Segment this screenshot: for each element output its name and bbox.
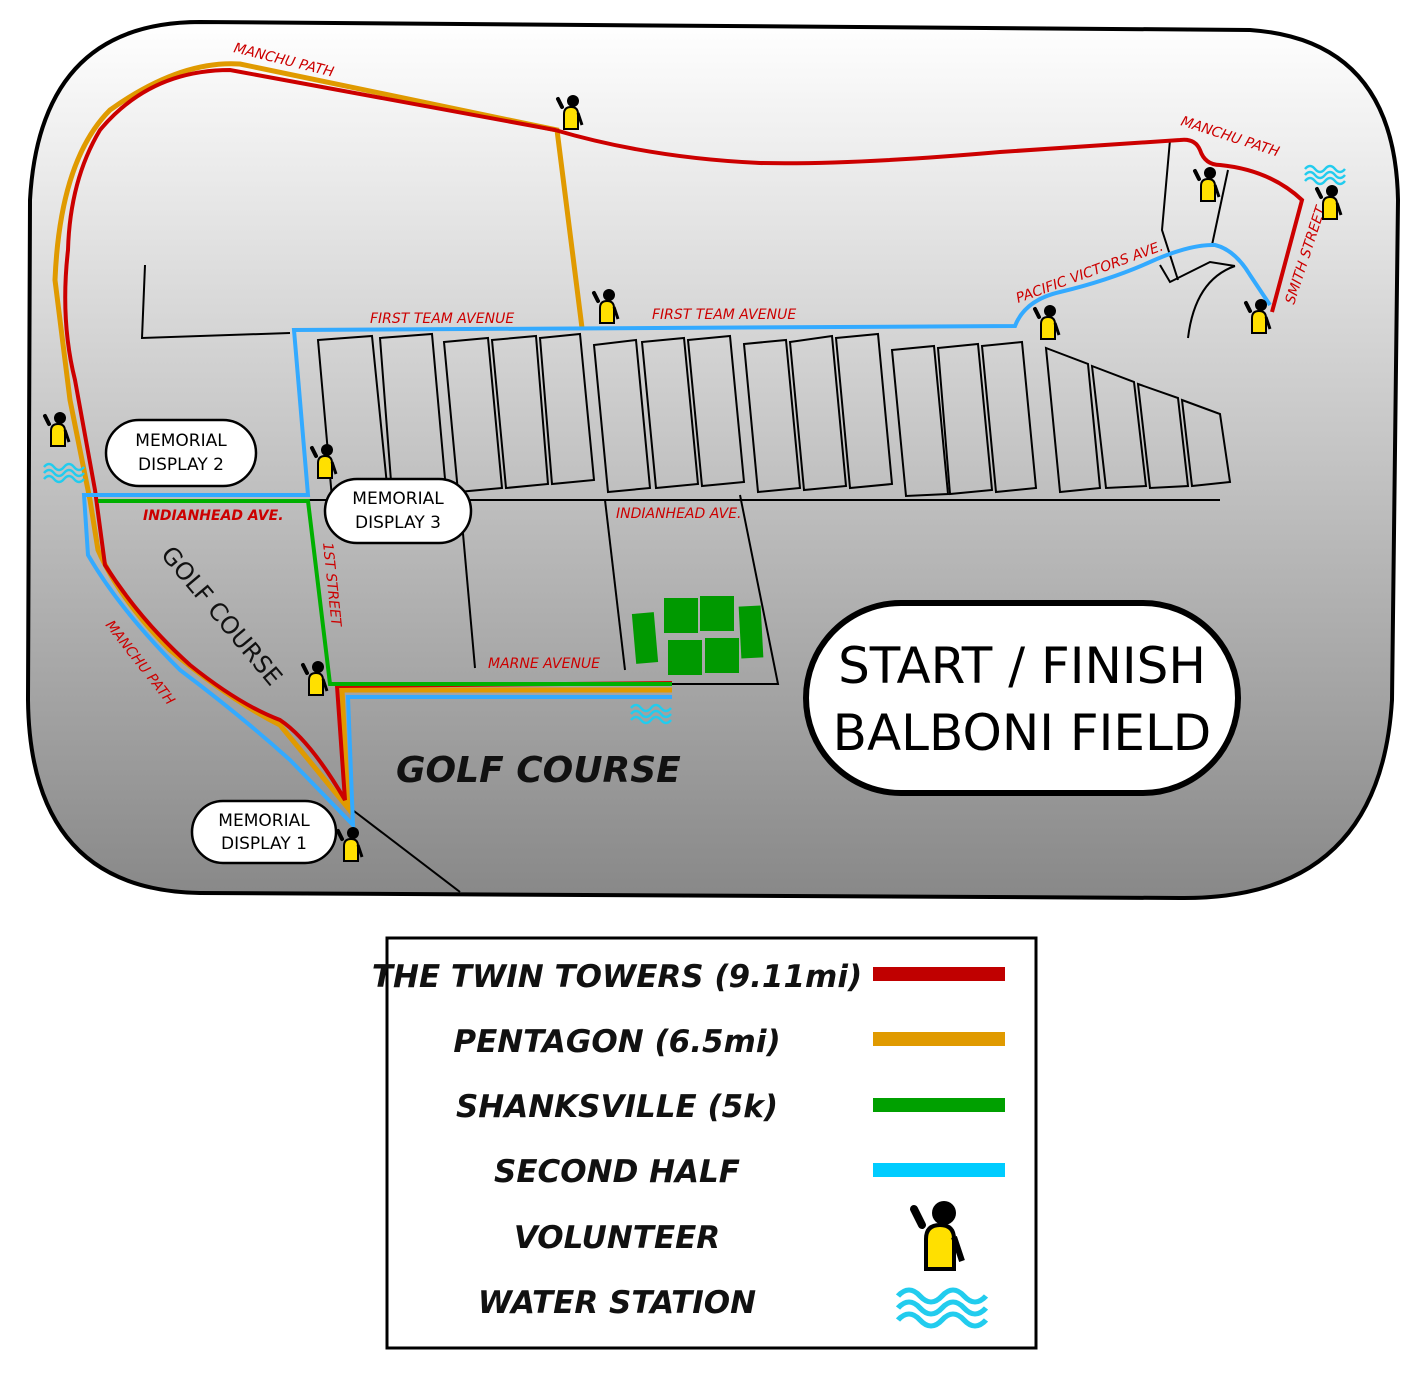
building-block xyxy=(686,334,746,488)
balboni-field-text: BALBONI FIELD xyxy=(833,704,1212,762)
street-label-indianhead-ave: INDIANHEAD AVE. xyxy=(616,506,742,522)
route-twin-towers xyxy=(63,67,1305,802)
memorial-label: MEMORIAL xyxy=(352,489,444,509)
legend-swatch-pentagon xyxy=(873,1032,1005,1046)
building-block xyxy=(980,340,1038,494)
legend-label-second-half: SECOND HALF xyxy=(494,1154,740,1190)
legend-label-twin-towers: THE TWIN TOWERS (9.11mi) xyxy=(372,959,862,995)
legend-swatch-twin-towers xyxy=(873,967,1005,981)
street-label-first-team-avenue: FIRST TEAM AVENUE xyxy=(370,311,514,327)
memorial-display-2: MEMORIAL DISPLAY 2 xyxy=(104,418,258,488)
memorial-display-3: MEMORIAL DISPLAY 3 xyxy=(323,477,473,545)
building-block xyxy=(936,342,994,496)
route-second-half xyxy=(81,242,1272,831)
building-block xyxy=(442,336,504,494)
building-block xyxy=(538,332,596,486)
building-block xyxy=(834,332,894,490)
area-label-golf-course: GOLF COURSE xyxy=(396,750,681,791)
memorial-label: MEMORIAL xyxy=(218,811,310,831)
legend: THE TWIN TOWERS (9.11mi) PENTAGON (6.5mi… xyxy=(372,936,1038,1350)
building-block xyxy=(890,344,950,498)
legend-label-water-station: WATER STATION xyxy=(478,1285,756,1321)
street-label-indianhead-ave: INDIANHEAD AVE. xyxy=(143,508,284,524)
legend-swatch-second-half xyxy=(873,1163,1005,1177)
balboni-field-graphic xyxy=(631,596,764,675)
route-shanksville xyxy=(98,499,672,686)
building-block xyxy=(1136,382,1190,490)
building-block xyxy=(640,336,700,490)
legend-label-volunteer: VOLUNTEER xyxy=(514,1220,720,1256)
memorial-label: DISPLAY 2 xyxy=(138,455,224,475)
building-block xyxy=(490,334,550,490)
memorial-label: DISPLAY 3 xyxy=(355,513,441,533)
building-block xyxy=(1090,364,1148,490)
memorial-label: MEMORIAL xyxy=(135,431,227,451)
start-finish-label: START / FINISH BALBONI FIELD xyxy=(803,600,1241,796)
building-block xyxy=(1044,346,1102,494)
legend-swatch-shanksville xyxy=(873,1098,1005,1112)
building-block xyxy=(1180,398,1232,488)
legend-label-pentagon: PENTAGON (6.5mi) xyxy=(453,1024,780,1060)
building-block xyxy=(742,338,802,494)
street-label-marne-avenue: MARNE AVENUE xyxy=(488,656,600,672)
building-block xyxy=(788,334,848,492)
building-block xyxy=(592,338,652,494)
legend-label-shanksville: SHANKSVILLE (5k) xyxy=(456,1089,778,1125)
memorial-display-1: MEMORIAL DISPLAY 1 xyxy=(190,799,338,865)
memorial-label: DISPLAY 1 xyxy=(221,834,307,854)
street-label-first-team-avenue: FIRST TEAM AVENUE xyxy=(652,307,796,323)
start-finish-text: START / FINISH xyxy=(838,637,1206,695)
